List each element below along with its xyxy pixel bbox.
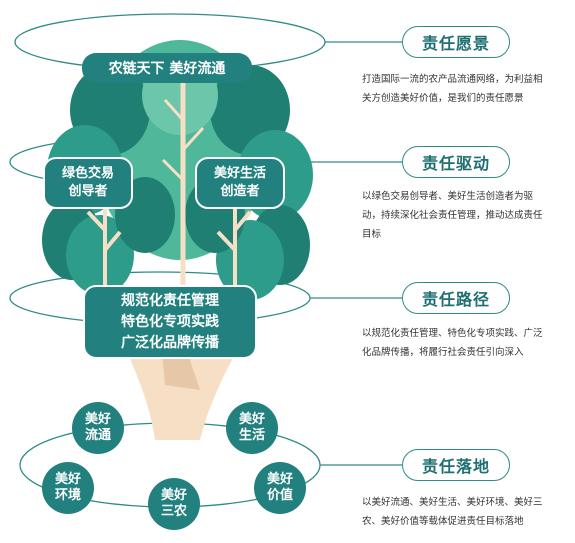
circle-good-environment: 美好 环境 (42, 462, 94, 514)
tree-banner: 农链天下 美好流通 (108, 61, 226, 77)
circle-5-line-1: 美好 (266, 472, 293, 487)
drive-desc-line-2: 动，持续深化社会责任管理，推动达成责任 (362, 210, 543, 221)
circle-5-line-2: 价值 (266, 488, 293, 503)
landing-desc-line-2: 农、美好价值等载体促进责任目标落地 (362, 516, 524, 527)
circle-1-line-2: 流通 (84, 428, 111, 443)
green-trade-box: 绿色交易 创导者 (44, 158, 132, 208)
section-desc-landing: 以美好流通、美好生活、美好环境、美好三 农、美好价值等载体促进责任目标落地 (362, 493, 572, 531)
green-trade-line-1: 绿色交易 (61, 166, 114, 181)
good-life-line-1: 美好生活 (213, 166, 266, 181)
banner-box (82, 53, 252, 83)
section-title-landing: 责任落地 (402, 449, 510, 481)
section-desc-vision: 打造国际一流的农产品流通网络，为利益相 关方创造美好价值，是我们的责任愿景 (362, 70, 572, 108)
drive-desc-line-3: 目标 (362, 229, 382, 240)
path-line-1: 规范化责任管理 (121, 292, 219, 309)
section-desc-drive: 以绿色交易创导者、美好生活创造者为驱 动，持续深化社会责任管理，推动达成责任 目… (362, 187, 572, 244)
drive-desc-line-1: 以绿色交易创导者、美好生活创造者为驱 (362, 191, 534, 202)
center-box-bg (83, 285, 257, 359)
circle-2-line-1: 美好 (238, 412, 265, 427)
circle-good-circulation: 美好 流通 (72, 402, 124, 454)
circle-3-line-2: 环境 (54, 488, 81, 503)
good-life-box: 美好生活 创造者 (196, 158, 284, 208)
path-desc-line-1: 以规范化责任管理、特色化专项实践、广泛 (362, 328, 543, 339)
good-life-line-2: 创造者 (220, 184, 260, 199)
circle-2-line-2: 生活 (238, 428, 265, 443)
circle-1-line-1: 美好 (84, 412, 111, 427)
section-title-vision: 责任愿景 (402, 26, 510, 58)
landing-desc-line-1: 以美好流通、美好生活、美好环境、美好三 (362, 497, 543, 508)
vision-desc-line-1: 打造国际一流的农产品流通网络，为利益相 (362, 74, 543, 85)
right-box-bg (195, 157, 285, 209)
path-desc-line-2: 化品牌传播，将履行社会责任引向深入 (362, 347, 524, 358)
section-title-path: 责任路径 (402, 282, 510, 314)
circle-3-line-1: 美好 (54, 472, 81, 487)
path-line-3: 广泛化品牌传播 (121, 334, 219, 351)
circle-4-line-1: 美好 (160, 488, 187, 503)
section-desc-path: 以规范化责任管理、特色化专项实践、广泛 化品牌传播，将履行社会责任引向深入 (362, 324, 572, 362)
circle-good-agriculture: 美好 三农 (148, 478, 200, 530)
path-box: 规范化责任管理 特色化专项实践 广泛化品牌传播 (84, 286, 256, 358)
circle-good-value: 美好 价值 (254, 462, 306, 514)
circle-good-life: 美好 生活 (226, 402, 278, 454)
green-trade-line-2: 创导者 (68, 184, 108, 199)
path-line-2: 特色化专项实践 (121, 313, 219, 330)
vision-desc-line-2: 关方创造美好价值，是我们的责任愿景 (362, 93, 524, 104)
section-title-drive: 责任驱动 (402, 146, 510, 178)
circle-4-line-2: 三农 (160, 504, 187, 519)
left-box-bg (43, 157, 133, 209)
